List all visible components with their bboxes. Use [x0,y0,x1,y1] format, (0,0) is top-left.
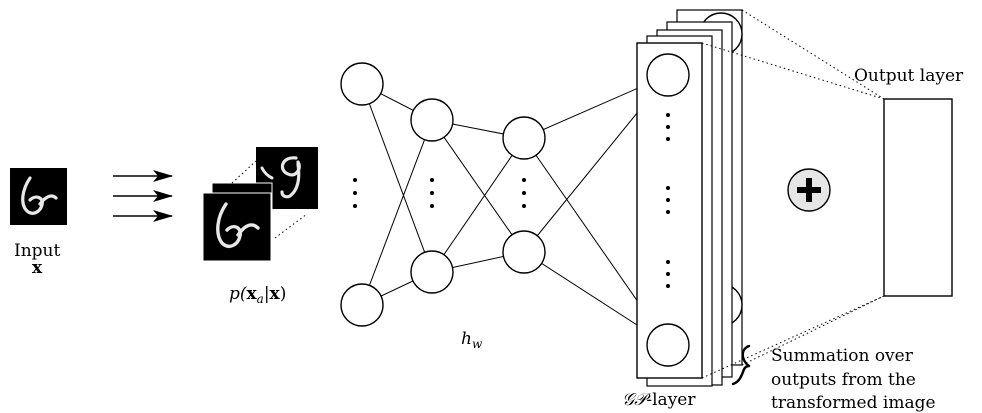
input-image [10,168,67,225]
input-symbol: x [32,258,43,278]
node [410,250,454,294]
node [646,53,690,97]
hidden-layer-3 [502,116,546,274]
projection-lines [701,9,885,379]
stack-dotted-connector-bottom [274,213,308,239]
hidden-layer-2 [410,98,454,294]
node [340,283,384,327]
stack-dotted-connector-top [231,160,257,184]
gp-layer-label: 𝒢𝒫-layer [622,390,696,410]
vertical-ellipsis-icon [666,186,670,214]
node [646,323,690,367]
node [502,230,546,274]
vertical-ellipsis-icon [353,178,357,208]
triple-right-arrow-icon [113,170,173,222]
input-label: Input [14,241,60,261]
vertical-ellipsis-icon [522,178,526,208]
hidden-layer-1 [340,62,384,327]
plus-circle-icon [787,168,831,212]
summation-note-line-1: Summation over [771,346,914,366]
augmentation-distribution-label: p(xa|x) [229,284,286,306]
node [340,62,384,106]
gp-panel-front [636,42,703,379]
node [410,98,454,142]
node [502,116,546,160]
gp-layer-stack [636,9,743,387]
summation-note-line-2: outputs from the [771,370,916,390]
vertical-ellipsis-icon [666,260,670,288]
vertical-ellipsis-icon [666,113,670,141]
augmented-image-front [202,192,272,262]
summation-note-line-3: transformed image [771,393,936,413]
network-edges [361,74,669,346]
vertical-ellipsis-icon [430,178,434,208]
hidden-weights-label: hw [461,329,483,351]
curly-brace-icon [731,344,751,386]
output-layer-label: Output layer [854,66,964,86]
augmented-image-stack [202,147,318,262]
output-layer-box [883,98,953,297]
